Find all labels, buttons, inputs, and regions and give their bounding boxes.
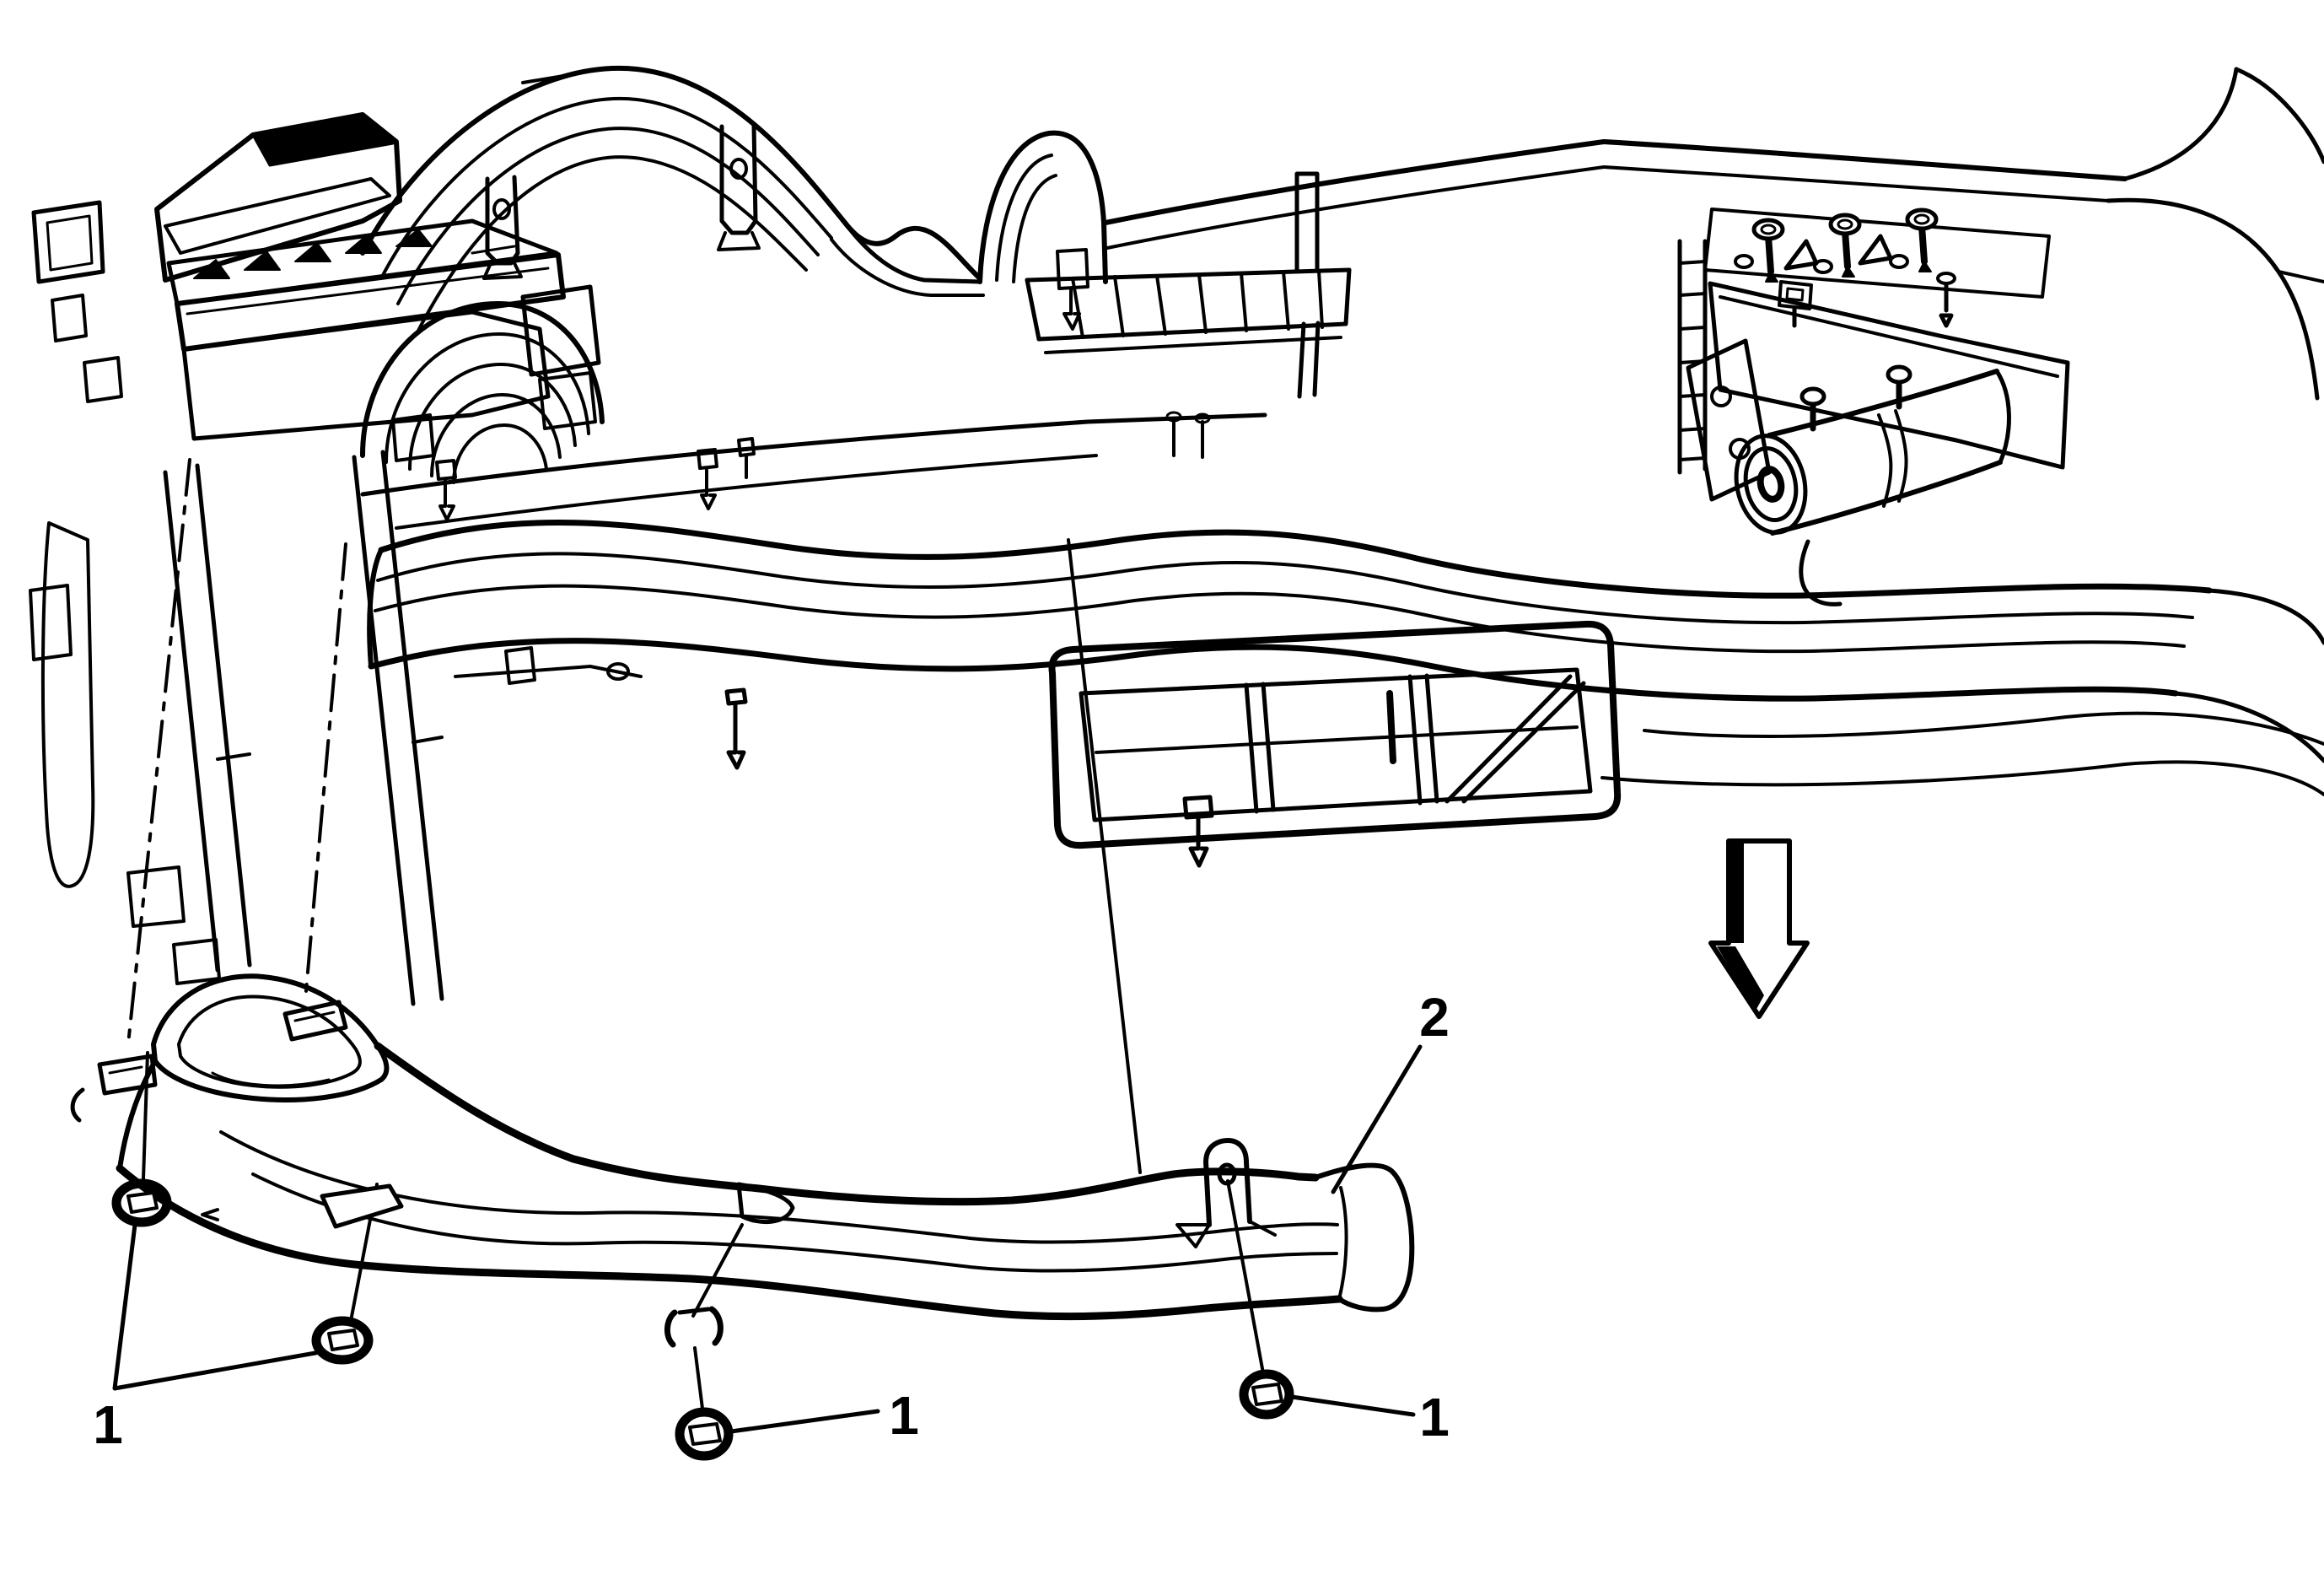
cluster-arch <box>360 65 985 332</box>
hanging-clips <box>360 411 1267 530</box>
flange-nut <box>1239 1369 1294 1420</box>
duct-mount-tab <box>97 1054 158 1096</box>
floor-air-outlet-duct <box>70 973 1415 1348</box>
defroster-hump <box>977 130 1108 331</box>
stud-bolt <box>1905 208 1939 272</box>
duct-fin <box>736 1182 795 1225</box>
center-ladder-beam <box>1025 171 1352 399</box>
push-pin <box>1182 795 1214 820</box>
callout-1-left-label: 1 <box>93 1394 123 1455</box>
wedge-clip <box>1858 234 1893 266</box>
stud-bolt <box>1828 213 1862 278</box>
heater-outlet-opening <box>1048 620 1622 868</box>
callout-1-center-label: 1 <box>889 1385 919 1446</box>
callout-1-right-label: 1 <box>1419 1387 1450 1447</box>
alignment-centerlines <box>126 458 1265 1410</box>
duct-fin <box>320 1183 404 1229</box>
steering-column-bracket <box>126 112 605 1006</box>
callout-2-label: 2 <box>1419 987 1450 1048</box>
duct-mount-tab <box>1203 1138 1252 1227</box>
duct-mount-tab <box>282 1000 348 1042</box>
stud-bolt <box>1751 218 1785 283</box>
retaining-nuts <box>111 1178 1294 1461</box>
callout-leaders <box>112 1044 1423 1434</box>
flange-nut <box>311 1316 374 1365</box>
passenger-airbag-module <box>1677 239 2070 606</box>
wedge-clip <box>1783 239 1819 271</box>
windshield-clip-row <box>1703 208 2051 328</box>
down-block-arrow-icon <box>1708 838 1810 1019</box>
flange-nut <box>111 1178 172 1227</box>
flange-nut <box>675 1407 734 1461</box>
left-edge-brackets <box>29 200 123 888</box>
top-cowl-edge <box>1103 67 2324 401</box>
duct-clip <box>664 1309 678 1348</box>
lower-reinforcement-bar <box>367 520 2324 796</box>
